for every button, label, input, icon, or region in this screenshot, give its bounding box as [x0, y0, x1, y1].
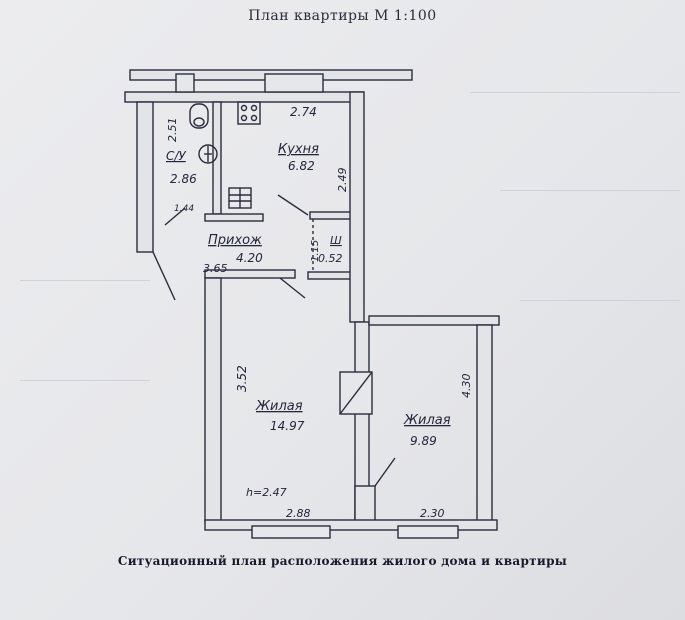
room2-door-jamb	[354, 485, 376, 523]
living1-side-dim: 3.52	[235, 365, 249, 392]
bathroom-side-dim: 2.51	[166, 118, 179, 143]
duct-diagonal	[339, 371, 373, 415]
background-line	[20, 280, 150, 281]
background-line	[520, 300, 680, 301]
hallway-name: Прихож	[208, 233, 262, 248]
top-inner-wall	[124, 91, 364, 103]
background-line	[20, 380, 150, 381]
background-line	[470, 92, 680, 93]
central-vertical-wall-upper	[349, 91, 365, 323]
room2-door-swing	[374, 457, 396, 487]
bottom-window-1	[251, 525, 331, 539]
closet-name: Ш	[330, 234, 342, 247]
bottom-window-2	[397, 525, 459, 539]
bathroom-door-dim: 1.44	[174, 204, 194, 214]
room2-top-wall	[368, 315, 500, 326]
living1-height: h=2.47	[246, 486, 287, 499]
sink-fixture	[198, 144, 218, 164]
living-door-swing	[279, 277, 306, 299]
kitchen-area: 6.82	[288, 159, 315, 173]
plan-caption: Ситуационный план расположения жилого до…	[117, 554, 568, 568]
left-wall-diagonal	[152, 251, 176, 301]
right-outer-wall	[476, 324, 493, 523]
left-outer-wall	[136, 101, 154, 253]
living2-name: Жилая	[403, 413, 451, 428]
hallway-area: 4.20	[236, 251, 263, 265]
kitchen-name: Кухня	[278, 142, 319, 157]
background-line	[500, 190, 680, 191]
living2-bottom-dim: 2.30	[420, 507, 445, 520]
top-window	[264, 73, 324, 93]
bottom-outer-wall	[204, 519, 498, 531]
kitchen-bottom-partition	[309, 211, 353, 220]
stove-fixture	[237, 101, 261, 125]
hallway-living-partition	[204, 269, 296, 279]
hallway-mid-dim: 1.15	[310, 240, 321, 262]
bathroom-door-swing	[164, 207, 186, 226]
living-left-wall	[204, 277, 222, 523]
closet-area: 0.52	[318, 252, 343, 265]
living1-area: 14.97	[270, 419, 305, 433]
kitchen-door-swing	[277, 194, 309, 216]
kitchen-side-dim: 2.49	[336, 168, 349, 193]
living1-bottom-dim: 2.88	[286, 507, 311, 520]
bathroom-kitchen-partition	[212, 101, 222, 215]
hallway-left-dim: 3.65	[203, 262, 228, 275]
bathroom-bottom-partition	[204, 213, 264, 222]
living2-area: 9.89	[410, 434, 437, 448]
bathroom-name: С/У	[166, 149, 186, 163]
bathroom-area: 2.86	[170, 172, 197, 186]
living1-name: Жилая	[255, 399, 303, 414]
kitchen-top-dim: 2.74	[290, 105, 317, 119]
vent-block	[175, 73, 195, 93]
living2-side-dim: 4.30	[460, 374, 473, 399]
toilet-fixture	[189, 103, 209, 129]
plan-title: План квартиры М 1:100	[248, 8, 437, 24]
closet-bottom-wall	[307, 271, 353, 280]
